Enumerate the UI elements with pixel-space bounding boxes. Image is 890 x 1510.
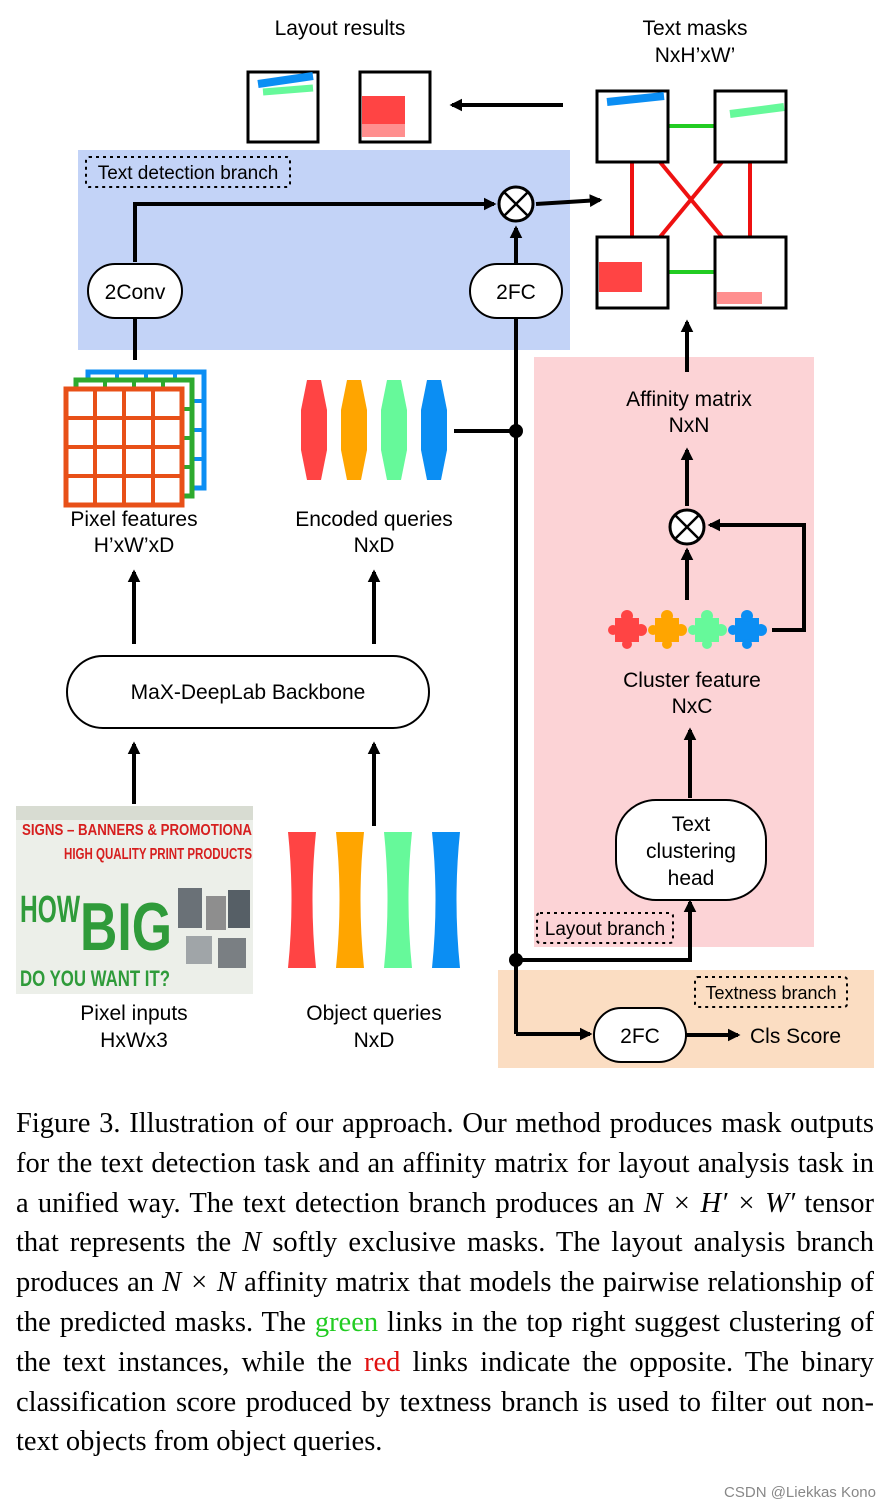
text-masks-label: Text masks [642,17,747,40]
text-mask-links [630,124,752,274]
pixel-inputs-dim: HxWx3 [100,1029,168,1052]
cls-score-label: Cls Score [750,1025,841,1048]
affinity-matrix-dim: NxN [669,414,710,437]
cluster-feature-pieces [608,610,767,649]
encoded-queries-dim: NxD [354,534,395,557]
object-queries-dim: NxD [354,1029,395,1052]
layout-branch-label-box [536,912,674,944]
text-clustering-line-2: clustering [646,840,736,863]
caption-green-word: green [314,1306,379,1338]
text-masks-dim: NxH’xW’ [655,44,735,67]
svg-text:HIGH QUALITY PRINT PRODUCTS: HIGH QUALITY PRINT PRODUCTS [64,846,252,863]
textness-branch-label: Textness branch [705,983,836,1003]
cluster-feature-dim: NxC [672,695,713,718]
junction-encoded [509,424,523,438]
pixel-input-photo: SIGNS – BANNERS & PROMOTIONA HIGH QUALIT… [16,806,253,994]
caption-text-4: affin­ity matrix that models the pairwis… [16,1267,875,1338]
arrow-product-to-masks [535,194,603,208]
pixel-features-stack [63,369,207,508]
layout-branch-label: Layout branch [545,919,665,940]
caption-text-2: tensor that represents the [16,1187,875,1259]
pixel-inputs-label: Pixel inputs [80,1002,187,1025]
caption-math-2: N [242,1227,262,1259]
text-clustering-head-block [615,799,767,901]
conv-label: 2Conv [105,281,166,304]
textness-branch-region [498,970,874,1068]
caption-text-3: softly exclusive masks. The layout analy… [16,1227,874,1299]
fc-top-label: 2FC [496,281,536,304]
layout-result-1 [246,70,320,144]
backbone-block [66,655,430,729]
layout-result-2 [358,70,432,144]
caption-text-1: Figure 3. Illustration of our approach. … [16,1108,874,1219]
text-detection-branch-label: Text detection branch [98,163,279,184]
svg-text:HOW: HOW [20,889,80,931]
pixel-features-label: Pixel features [70,508,197,531]
text-mask-3 [595,235,670,310]
svg-text:DO YOU WANT IT?: DO YOU WANT IT? [20,966,170,991]
text-mask-1 [595,89,670,164]
cluster-feature-label: Cluster feature [623,669,761,692]
svg-text:BIG: BIG [80,889,172,965]
object-queries-shapes [288,832,460,968]
watermark: CSDN @Liekkas Kono [724,1484,876,1501]
object-queries-label: Object queries [306,1002,441,1025]
caption-text-5: links in the top right suggest clusterin… [16,1306,874,1378]
layout-results-label: Layout results [275,17,406,40]
approach-diagram: Text detection branch Layout branch Text… [16,17,874,1068]
encoded-queries-shapes [301,380,447,480]
textness-branch-label-box [694,976,848,1008]
arrow-trunk-to-clustering [516,899,697,962]
caption-text-6: links indicate the opposite. The bi­nary… [16,1346,874,1458]
text-detection-branch-label-box [85,156,291,188]
svg-text:SIGNS – BANNERS & PROMOTIONA: SIGNS – BANNERS & PROMOTIONA [22,822,252,839]
backbone-label: MaX-DeepLab Backbone [131,681,366,704]
caption-math-3: N × N [162,1267,236,1299]
text-mask-4 [713,235,788,310]
figure-caption: Figure 3. Illustration of our approach. … [16,1104,874,1462]
conv-block [87,263,183,319]
fc-bottom-label: 2FC [620,1025,660,1048]
pixel-features-dim: H’xW’xD [94,534,174,557]
caption-red-word: red [364,1346,401,1378]
text-mask-2 [713,89,788,164]
caption-math-1: N × H′ × W′ [643,1187,796,1219]
text-clustering-line-3: head [668,867,715,890]
arrow-conv-to-product [133,197,497,262]
encoded-queries-label: Encoded queries [295,508,453,531]
arrow-cluster-loop-to-product [707,518,806,632]
text-clustering-line-1: Text [672,813,711,836]
affinity-matrix-label: Affinity matrix [626,388,752,411]
